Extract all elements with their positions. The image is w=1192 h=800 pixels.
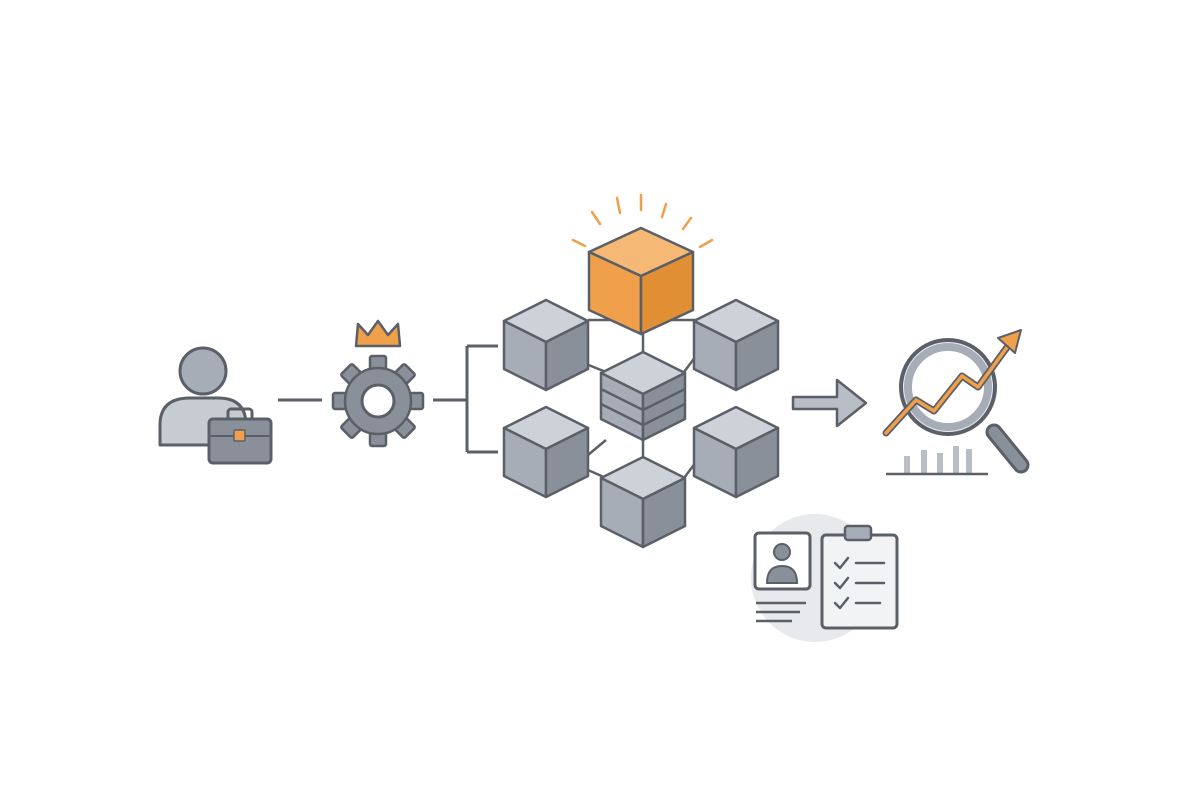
arrow-right-icon: [791, 378, 868, 428]
person-briefcase-icon: [158, 346, 273, 465]
profile-card-icon: [753, 531, 812, 623]
database-stack-icon: [599, 350, 687, 442]
cube-bottom-center: [599, 455, 687, 549]
cube-bottom-left: [502, 405, 590, 499]
trend-up-icon: [882, 329, 1022, 437]
bracket-connector: [433, 344, 498, 454]
highlighted-cube-icon: [587, 226, 695, 336]
cube-cluster-icon: [502, 193, 780, 549]
cube-top-left: [502, 298, 590, 392]
profile-card-checklist-icon: [751, 514, 899, 642]
cube-top-right: [692, 298, 780, 392]
magnifier-trend-icon: [882, 329, 1030, 476]
crowned-gear-icon: [331, 319, 425, 448]
crown-icon: [354, 319, 402, 348]
cube-bottom-right: [692, 405, 780, 499]
briefcase-icon: [207, 407, 273, 465]
clipboard-checklist-icon: [820, 524, 899, 630]
glow-rays: [571, 193, 714, 249]
gear-icon: [331, 354, 425, 448]
bar-chart-icon: [904, 446, 972, 473]
